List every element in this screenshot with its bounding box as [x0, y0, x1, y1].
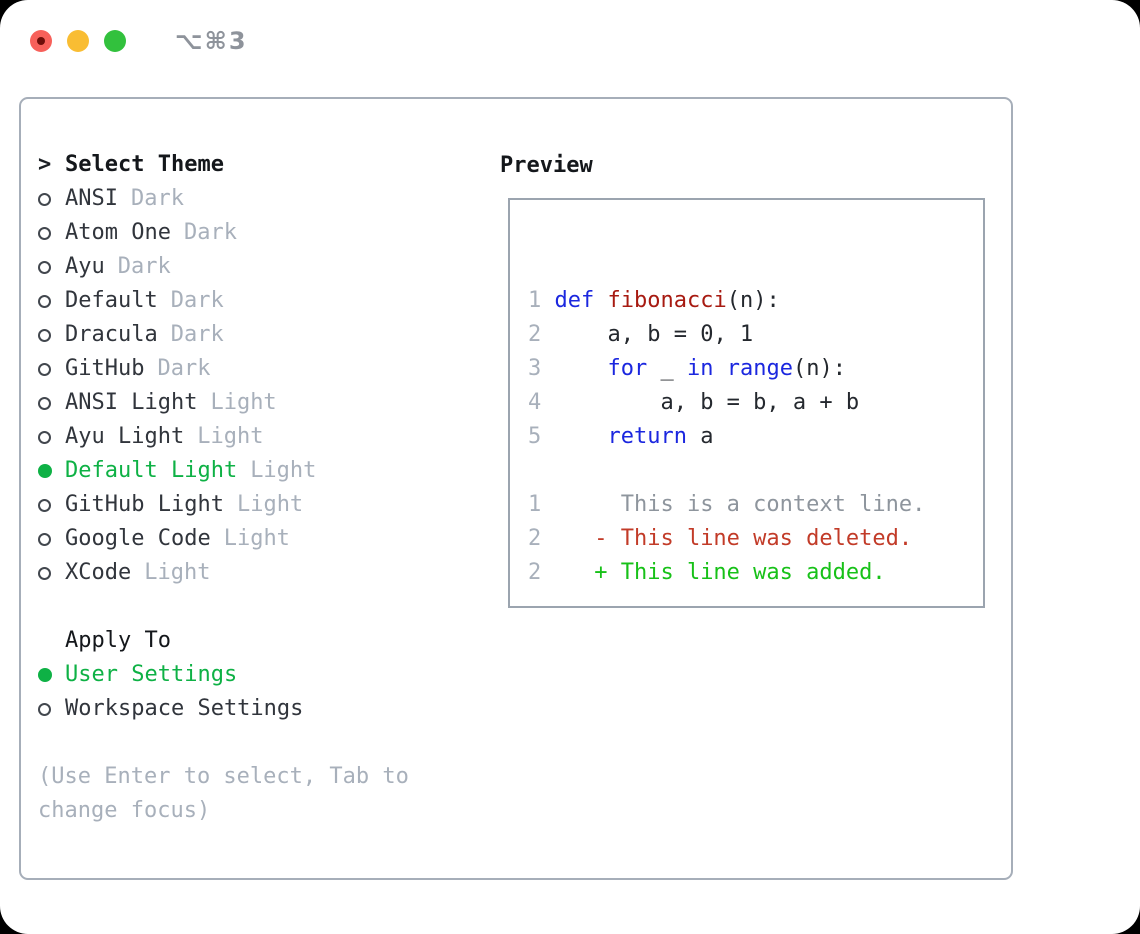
theme-option-ansi-light[interactable]: ANSI Light Light [38, 386, 409, 420]
preview-title: Preview [500, 153, 593, 178]
theme-option-dracula-dark[interactable]: Dracula Dark [38, 318, 409, 352]
titlebar: ⌥⌘3 [30, 27, 248, 55]
radio-icon [38, 566, 65, 580]
radio-icon [38, 226, 65, 240]
apply-to-header: Apply To [38, 624, 409, 658]
preview-code-box: 1 def fibonacci(n): 2 a, b = 0, 1 3 for _ … [508, 198, 985, 608]
theme-option-google-code[interactable]: Google Code Light [38, 522, 409, 556]
radio-icon [38, 532, 65, 546]
minimize-button[interactable] [67, 30, 89, 52]
code-line: 1 This is a context line. [528, 492, 926, 517]
apply-option-workspace-settings[interactable]: Workspace Settings [38, 692, 409, 726]
cursor-icon: > [38, 152, 52, 177]
theme-option-default-dark[interactable]: Default Dark [38, 284, 409, 318]
select-theme-title: Select Theme [65, 152, 224, 177]
select-theme-header: > Select Theme [38, 148, 409, 182]
code-line: 2 - This line was deleted. [528, 526, 913, 551]
theme-option-atom-one-dark[interactable]: Atom One Dark [38, 216, 409, 250]
theme-option-ansi-dark[interactable]: ANSI Dark [38, 182, 409, 216]
theme-option-default-light[interactable]: Default Light Light [38, 454, 409, 488]
window-title: ⌥⌘3 [175, 27, 248, 55]
radio-selected-icon [38, 668, 65, 682]
radio-icon [38, 192, 65, 206]
code-line [528, 250, 925, 284]
radio-icon [38, 260, 65, 274]
theme-option-github-light[interactable]: GitHub Light Light [38, 488, 409, 522]
code-line: 2 a, b = 0, 1 [528, 322, 754, 347]
radio-icon [38, 702, 65, 716]
radio-icon [38, 498, 65, 512]
hint-text: (Use Enter to select, Tab to change focu… [38, 764, 409, 823]
apply-to-title: Apply To [65, 628, 171, 653]
radio-icon [38, 328, 65, 342]
radio-icon [38, 396, 65, 410]
radio-icon [38, 430, 65, 444]
zoom-button[interactable] [104, 30, 126, 52]
theme-option-ayu-dark[interactable]: Ayu Dark [38, 250, 409, 284]
theme-option-xcode[interactable]: XCode Light [38, 556, 409, 590]
code-line: 3 for _ in range(n): [528, 356, 846, 381]
apply-option-user-settings[interactable]: User Settings [38, 658, 409, 692]
theme-option-ayu-light[interactable]: Ayu Light Light [38, 420, 409, 454]
radio-icon [38, 362, 65, 376]
preview-code: 1 def fibonacci(n): 2 a, b = 0, 1 3 for _ … [528, 250, 925, 590]
radio-icon [38, 294, 65, 308]
radio-selected-icon [38, 464, 65, 478]
code-line: 1 def fibonacci(n): [528, 288, 780, 313]
close-button[interactable] [30, 30, 52, 52]
code-line: 5 return a [528, 424, 714, 449]
code-line: 4 a, b = b, a + b [528, 390, 860, 415]
code-line: 2 + This line was added. [528, 560, 886, 585]
theme-option-github-dark[interactable]: GitHub Dark [38, 352, 409, 386]
theme-selector: > Select Theme ANSI Dark Atom One Dark A… [38, 148, 409, 828]
code-line [528, 454, 925, 488]
